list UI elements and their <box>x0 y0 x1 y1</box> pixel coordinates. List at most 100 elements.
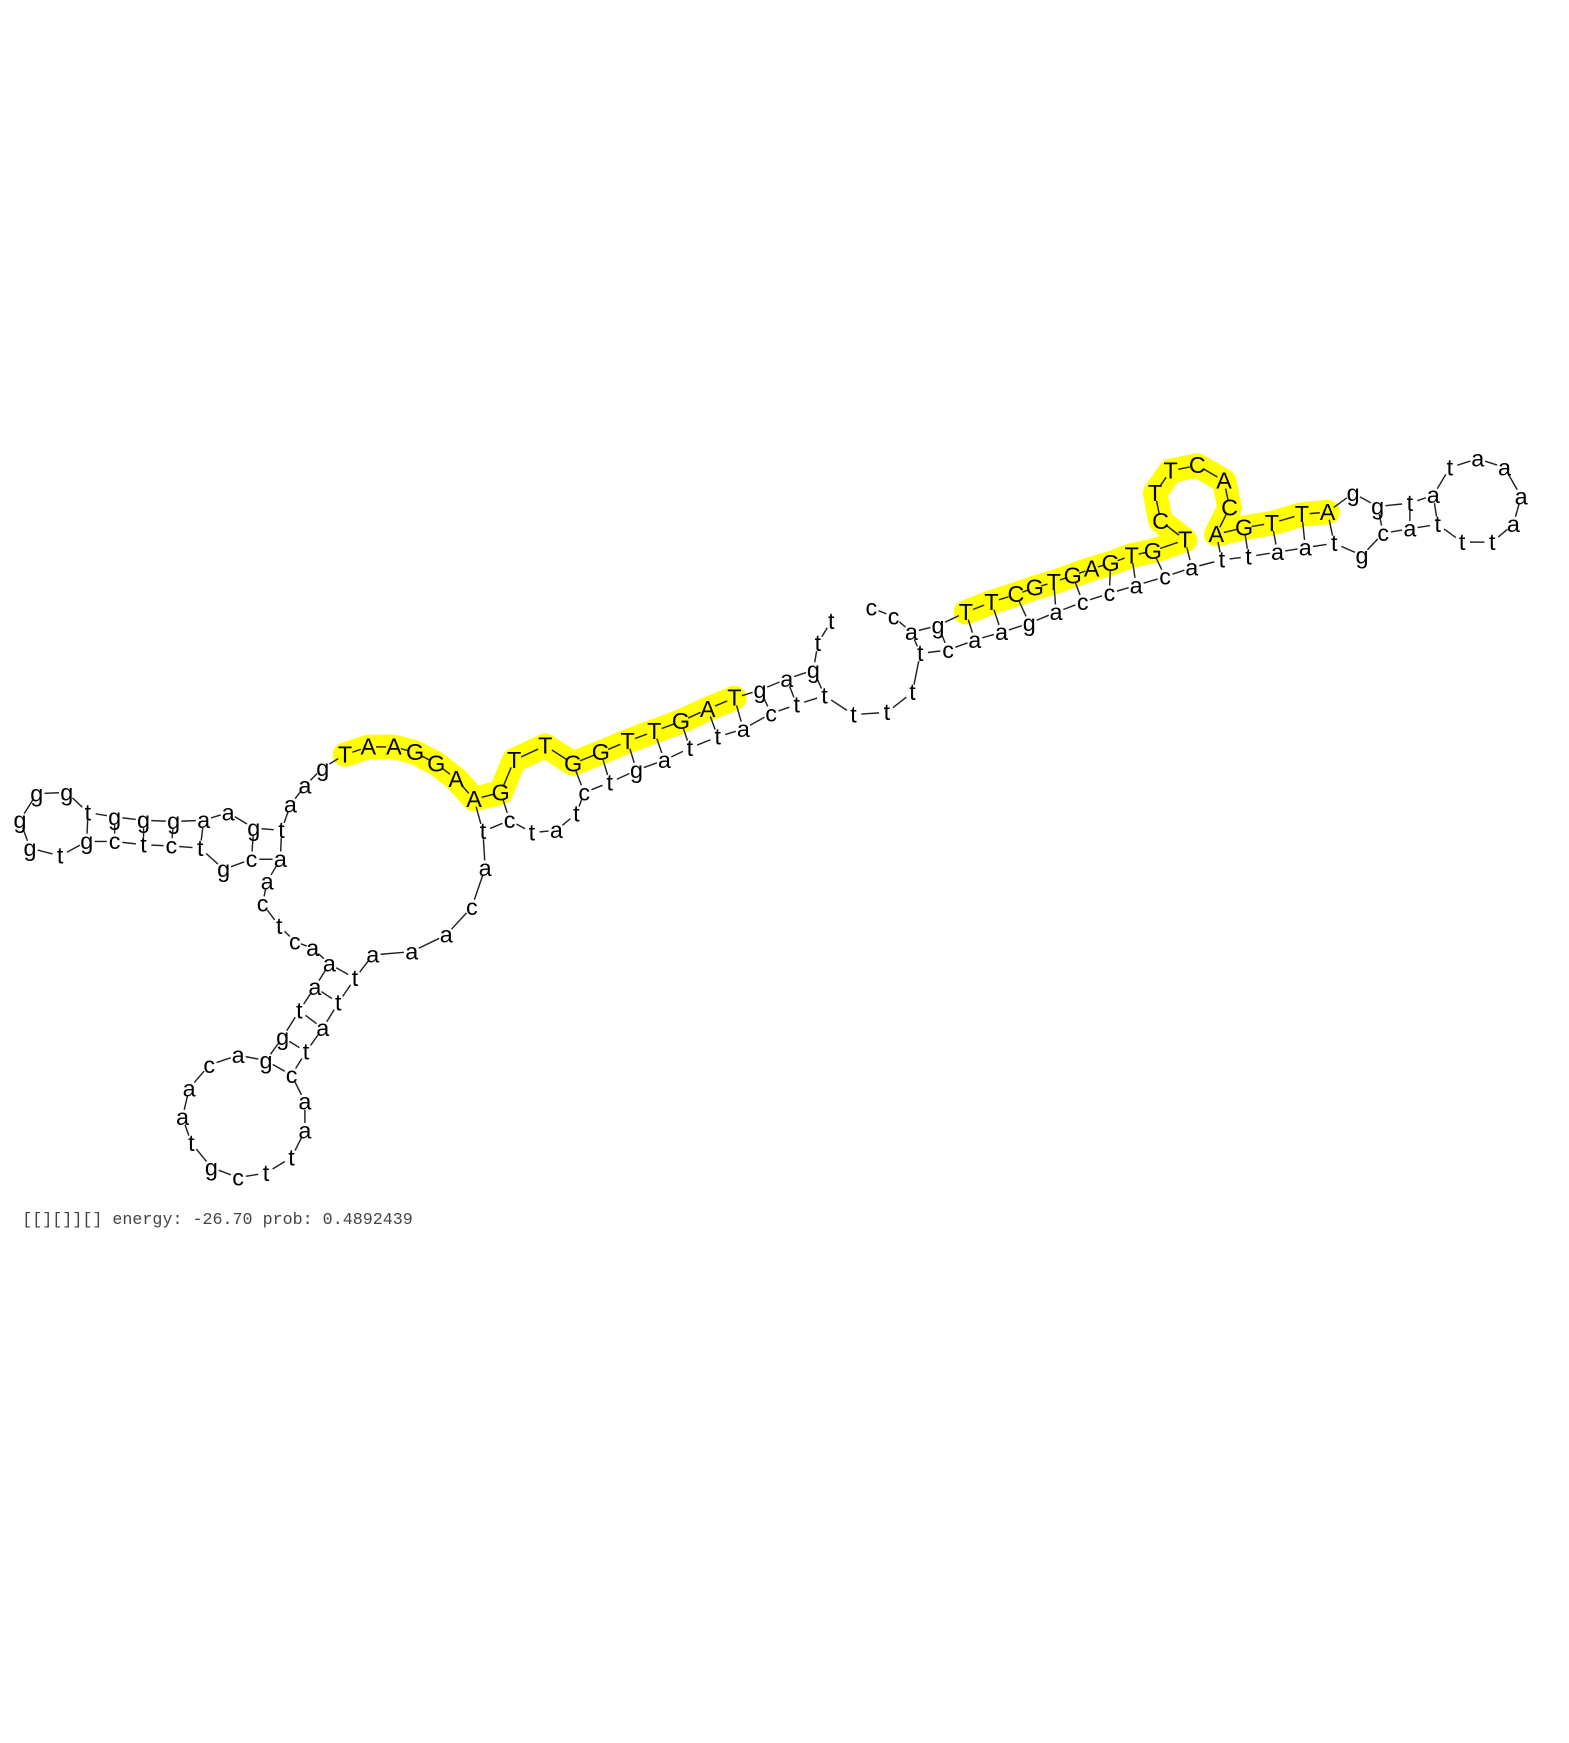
backbone-link <box>1484 460 1498 466</box>
nucleotide: t <box>278 817 285 843</box>
nucleotide: g <box>137 807 150 833</box>
backbone-link <box>616 772 630 780</box>
nucleotide: t <box>607 769 614 795</box>
base-pair-link <box>1301 521 1306 541</box>
base-pair-link <box>629 748 635 764</box>
backbone-link <box>359 960 369 973</box>
nucleotide: g <box>1023 610 1036 636</box>
backbone-link <box>1117 557 1125 562</box>
backbone-link <box>661 723 674 730</box>
nucleotide: a <box>306 935 319 961</box>
backbone-link <box>927 650 941 654</box>
nucleotide: t <box>197 835 204 861</box>
nucleotide: a <box>405 938 418 964</box>
backbone-link <box>1251 523 1265 528</box>
backbone-link <box>687 711 701 719</box>
nucleotide: t <box>1245 543 1252 569</box>
backbone-link <box>1172 569 1185 575</box>
base-pair-link <box>940 632 946 644</box>
nucleotide: c <box>286 1062 298 1088</box>
nucleotide: g <box>1371 493 1384 519</box>
nucleotide: a <box>1515 483 1528 509</box>
backbone-link <box>218 1169 232 1176</box>
backbone-link <box>1497 528 1508 538</box>
nucleotide: t <box>1331 530 1338 556</box>
base-pair-link <box>320 990 333 1000</box>
backbone-link <box>1223 528 1237 534</box>
nucleotide: G <box>406 739 424 765</box>
backbone-link <box>216 1056 232 1064</box>
nucleotide: t <box>140 832 147 858</box>
nucleotide: T <box>1148 480 1162 506</box>
nucleotide: G <box>1101 550 1119 576</box>
nucleotide: t <box>1434 511 1441 537</box>
backbone-link <box>539 830 549 833</box>
nucleotide: a <box>658 747 671 773</box>
nucleotide: t <box>335 990 342 1016</box>
nucleotide: a <box>1050 599 1063 625</box>
backbone-link <box>1312 543 1327 548</box>
backbone-link <box>205 852 219 865</box>
backbone-link <box>421 755 430 761</box>
backbone-link <box>342 984 352 997</box>
nucleotide: c <box>246 846 258 872</box>
nucleotide: G <box>492 779 510 805</box>
backbone-link <box>21 827 29 842</box>
nucleotide: T <box>959 599 973 625</box>
nucleotide: g <box>932 612 945 638</box>
nucleotide: a <box>183 1075 196 1101</box>
backbone-link <box>1279 515 1295 522</box>
backbone-link <box>1040 583 1048 587</box>
nucleotide: a <box>366 942 379 968</box>
backbone-link <box>551 749 567 760</box>
backbone-link <box>1514 503 1520 518</box>
backbone-link <box>1366 538 1379 551</box>
backbone-link <box>418 937 440 949</box>
backbone-link <box>352 748 362 753</box>
nucleotide: A <box>1084 556 1100 582</box>
nucleotide: A <box>466 786 482 812</box>
nucleotide: a <box>995 619 1008 645</box>
nucleotide: T <box>338 741 352 767</box>
backbone-link <box>263 888 267 897</box>
nucleotide: g <box>108 804 121 830</box>
nucleotide: T <box>507 747 521 773</box>
base-pair-link <box>1328 519 1334 536</box>
backbone-link <box>482 839 486 861</box>
base-pair-link <box>1074 582 1081 596</box>
nucleotide: c <box>865 595 877 621</box>
nucleotide: G <box>427 750 445 776</box>
backbone-link <box>329 758 339 765</box>
nucleotide: T <box>1047 569 1061 595</box>
nucleotide: t <box>917 640 924 666</box>
backbone-link <box>245 1173 259 1177</box>
backbone-link <box>1507 473 1518 491</box>
nucleotide: A <box>448 766 464 792</box>
backbone-link <box>270 865 278 876</box>
backbone-link <box>1097 564 1105 568</box>
base-pair-link <box>788 685 795 698</box>
backbone-link <box>195 1148 208 1162</box>
backbone-link <box>245 1055 259 1060</box>
backbone-link <box>286 1016 296 1032</box>
nucleotide: t <box>850 701 857 727</box>
base-pair-link <box>575 770 583 786</box>
backbone-link <box>671 750 684 758</box>
nucleotide: c <box>888 603 900 629</box>
base-pair-link <box>279 838 282 852</box>
backbone-link <box>580 754 594 762</box>
nucleotide: C <box>1152 508 1169 534</box>
backbone-link <box>861 712 880 715</box>
backbone-link <box>634 733 648 740</box>
nucleotide: c <box>257 891 269 917</box>
backbone-link <box>1116 587 1129 592</box>
backbone-link <box>1089 595 1103 601</box>
backbone-link <box>230 861 245 868</box>
nucleotide: A <box>1208 521 1224 547</box>
base-pair-link <box>735 705 742 722</box>
backbone-link <box>266 909 276 921</box>
nucleotide: G <box>1235 514 1253 540</box>
nucleotide: C <box>1189 452 1206 478</box>
backbone-link <box>300 943 308 947</box>
backbone-link <box>1022 589 1029 593</box>
